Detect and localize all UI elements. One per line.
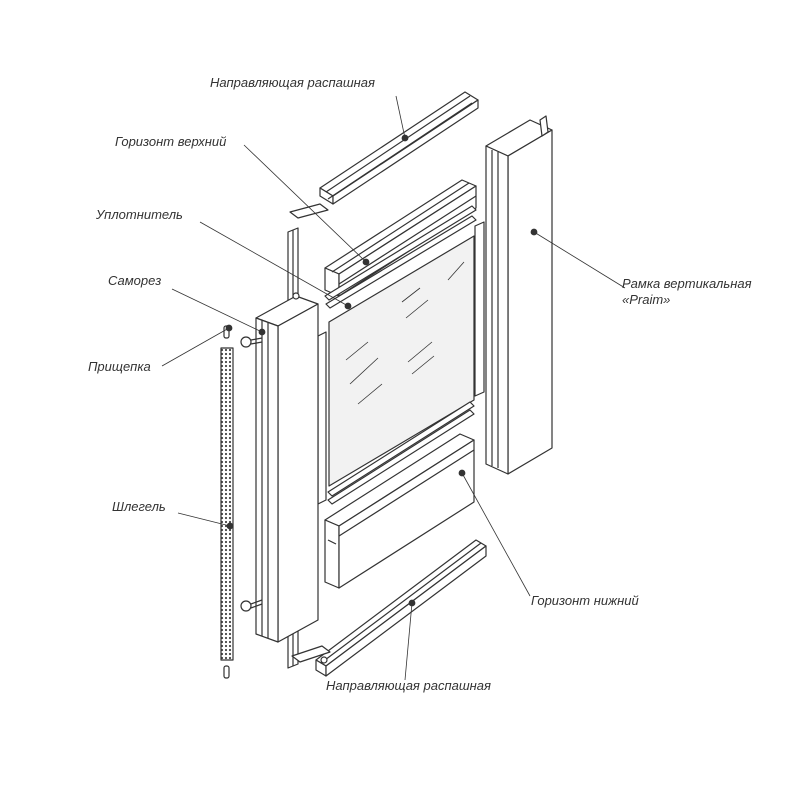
screws <box>240 292 328 664</box>
top-guide-rail <box>319 91 479 205</box>
brush-seal <box>220 347 234 661</box>
label-vertical-frame-line2: «Praim» <box>622 292 671 307</box>
label-brush-seal: Шлегель <box>112 499 166 514</box>
label-top-horizon: Горизонт верхний <box>115 134 227 149</box>
label-clip: Прищепка <box>88 359 151 374</box>
label-vertical-frame-line1: Рамка вертикальная <box>622 276 752 291</box>
seal-strips <box>324 205 477 309</box>
label-bottom-guide-rail: Направляющая распашная <box>326 678 491 693</box>
label-vertical-frame: Рамка вертикальная «Praim» <box>622 276 752 308</box>
glass-panel <box>328 235 475 487</box>
left-vertical-frame <box>255 295 319 643</box>
label-top-guide-rail: Направляющая распашная <box>210 75 375 90</box>
inner-edge-profiles <box>317 221 485 505</box>
label-bottom-horizon: Горизонт нижний <box>531 593 639 608</box>
leader-lines <box>161 95 626 681</box>
label-seal: Уплотнитель <box>96 207 183 222</box>
bottom-horizon-profile <box>324 433 475 589</box>
label-screw: Саморез <box>108 273 162 288</box>
bottom-guide-rail <box>315 539 487 677</box>
lower-seal-strips <box>327 401 475 505</box>
right-vertical-frame <box>485 115 553 475</box>
